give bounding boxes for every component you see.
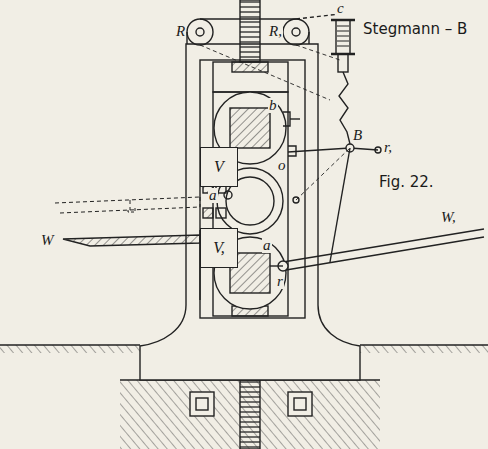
latch bbox=[283, 112, 290, 126]
part-letter: R bbox=[175, 24, 186, 39]
part-letter: o bbox=[277, 158, 287, 173]
lever bbox=[288, 148, 378, 152]
table-position bbox=[55, 197, 200, 213]
rope bbox=[187, 32, 309, 44]
part-letter: W bbox=[40, 233, 55, 248]
part-letter: b bbox=[268, 98, 278, 113]
part-letter: R, bbox=[268, 24, 283, 39]
spool-hub bbox=[338, 54, 348, 72]
pulley bbox=[187, 19, 213, 45]
housing bbox=[140, 44, 360, 380]
bottom-roll bbox=[214, 237, 286, 309]
ground-line bbox=[360, 344, 488, 345]
valve-box: V bbox=[200, 147, 238, 187]
ground-hatch bbox=[0, 345, 140, 353]
chain bbox=[339, 72, 350, 144]
upper-screw bbox=[240, 0, 260, 62]
spool bbox=[336, 20, 350, 54]
screw-seat bbox=[232, 62, 268, 72]
roller-table bbox=[63, 235, 200, 246]
roll-chocks bbox=[213, 92, 288, 316]
pulley-axle bbox=[292, 28, 300, 36]
lever-end bbox=[375, 147, 381, 153]
table-position bbox=[128, 208, 135, 212]
roll-neck bbox=[230, 108, 270, 148]
part-letter: a bbox=[208, 188, 218, 203]
bolt-pocket bbox=[294, 398, 306, 410]
rope bbox=[296, 14, 340, 19]
ground-hatch bbox=[360, 345, 488, 353]
part-letter: r, bbox=[383, 140, 393, 155]
caption-text: Stegmann – B bbox=[362, 22, 468, 37]
lower-screw bbox=[240, 380, 260, 449]
pivot bbox=[224, 191, 232, 199]
ground-line bbox=[0, 344, 140, 345]
bar-joint bbox=[270, 265, 283, 266]
part-letter: V, bbox=[213, 240, 225, 256]
link-rod bbox=[330, 148, 350, 262]
part-letter: B bbox=[352, 128, 363, 143]
housing-window bbox=[200, 60, 305, 318]
bolt-pocket bbox=[288, 392, 312, 416]
latch bbox=[290, 118, 300, 119]
spool-flange bbox=[331, 19, 355, 22]
part-letter: W, bbox=[440, 210, 457, 225]
lever-end bbox=[288, 146, 296, 156]
rope bbox=[200, 18, 296, 19]
push-bar bbox=[283, 229, 484, 270]
pulley-axle bbox=[196, 28, 204, 36]
part-letter: a bbox=[262, 238, 272, 253]
guide bbox=[203, 208, 213, 218]
part-letter: c bbox=[336, 1, 345, 16]
dotted-link bbox=[296, 148, 350, 200]
foundation bbox=[120, 380, 380, 449]
bolt-pocket bbox=[190, 392, 214, 416]
valve-box: V, bbox=[200, 228, 238, 268]
part-letter: r bbox=[276, 274, 284, 289]
bolt-pocket bbox=[196, 398, 208, 410]
guide bbox=[216, 208, 226, 218]
spool-winding bbox=[337, 26, 349, 46]
caption-text: Fig. 22. bbox=[378, 175, 435, 190]
part-letter: V bbox=[214, 159, 224, 175]
pulley bbox=[283, 19, 309, 45]
adjusting-block bbox=[213, 62, 288, 92]
